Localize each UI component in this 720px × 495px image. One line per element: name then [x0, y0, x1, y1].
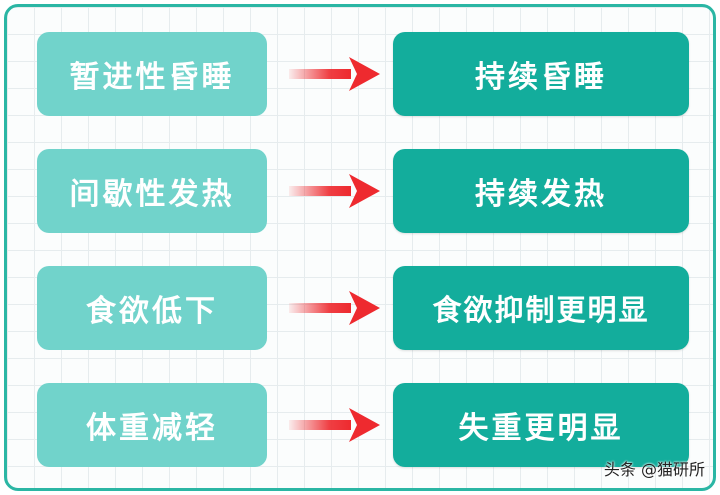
- arrow-right-icon: [289, 174, 380, 208]
- after-label-1: 持续昏睡: [475, 60, 607, 95]
- after-box-2: 持续发热: [393, 149, 689, 233]
- before-label-1: 暂进性昏睡: [69, 60, 235, 95]
- after-label-2: 持续发热: [475, 177, 607, 212]
- before-box-3: 食欲低下: [37, 266, 267, 350]
- arrow-right-icon: [289, 57, 380, 91]
- diagram-frame: 暂进性昏睡 持续昏睡 间歇性发热 持续发热: [4, 4, 716, 491]
- watermark: 头条 @猫研所: [603, 460, 705, 479]
- after-box-3: 食欲抑制更明显: [393, 266, 689, 350]
- after-label-3: 食欲抑制更明显: [432, 293, 650, 327]
- before-box-1: 暂进性昏睡: [37, 32, 267, 116]
- before-label-3: 食欲低下: [86, 294, 218, 329]
- before-label-2: 间歇性发热: [69, 177, 235, 212]
- before-label-4: 体重减轻: [86, 411, 218, 446]
- arrow-right-icon: [289, 291, 380, 325]
- after-label-4: 失重更明显: [458, 411, 624, 446]
- after-box-1: 持续昏睡: [393, 32, 689, 116]
- arrow-right-icon: [289, 408, 380, 442]
- after-box-4: 失重更明显: [393, 383, 689, 467]
- before-box-2: 间歇性发热: [37, 149, 267, 233]
- before-box-4: 体重减轻: [37, 383, 267, 467]
